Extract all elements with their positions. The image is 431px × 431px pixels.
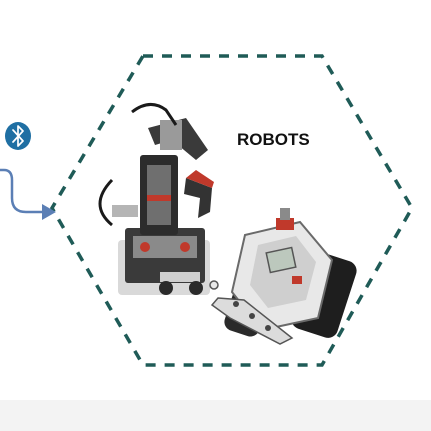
hexagon-label: ROBOTS [237,130,310,149]
connector-arrow [0,168,56,220]
footer-band [0,400,431,431]
robot-arm-icon [98,103,214,295]
hexagon-outline [49,54,415,367]
robot-vehicle-icon [209,208,357,345]
bluetooth-icon [5,122,31,150]
